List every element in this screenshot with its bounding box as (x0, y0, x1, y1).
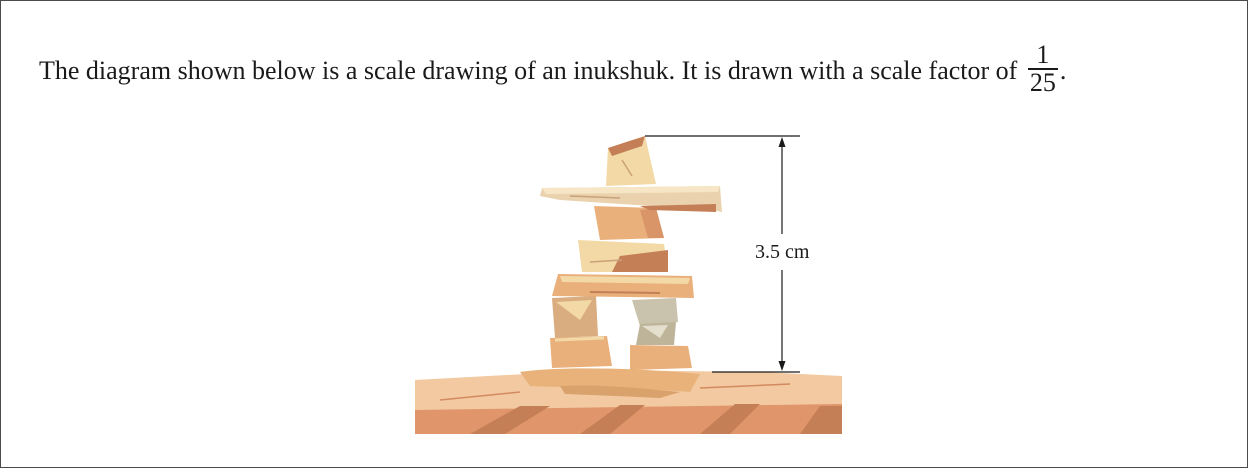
problem-statement: The diagram shown below is a scale drawi… (39, 42, 1067, 100)
height-dimension (645, 135, 800, 373)
scale-factor-fraction: 1 25 (1027, 40, 1058, 97)
scale-denominator: 25 (1027, 68, 1058, 97)
left-leg-stones (550, 296, 612, 368)
dimension-arrow-up (778, 137, 786, 147)
ground-rock (415, 368, 842, 434)
dimension-arrow-down (778, 361, 786, 371)
right-leg-stones (630, 298, 692, 370)
chest-stone (594, 206, 664, 240)
statement-suffix: . (1059, 55, 1067, 85)
arms-slab (540, 186, 722, 212)
torso-stone (578, 240, 668, 272)
scale-numerator: 1 (1036, 40, 1050, 69)
dimension-label: 3.5 cm (755, 241, 810, 263)
statement-prefix: The diagram shown below is a scale drawi… (39, 55, 1018, 85)
hip-slab (552, 274, 694, 298)
head-stone (606, 136, 656, 186)
